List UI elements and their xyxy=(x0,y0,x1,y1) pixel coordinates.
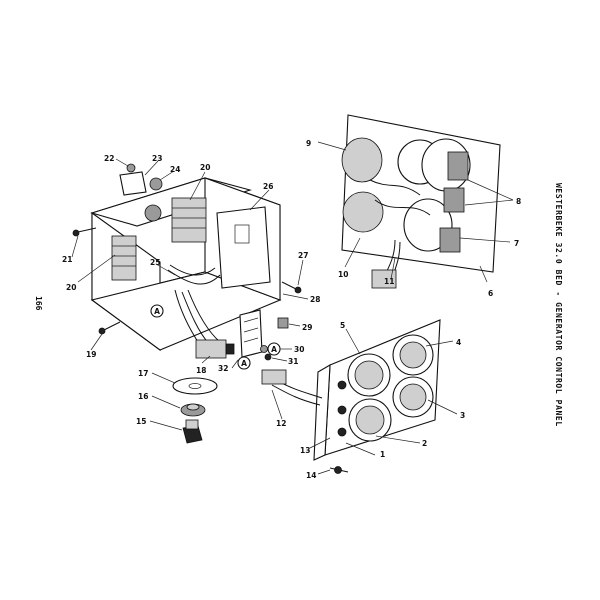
callout-11: 11 xyxy=(384,277,394,286)
callout-27: 27 xyxy=(298,251,308,260)
callout-13: 13 xyxy=(300,446,310,455)
hardware-29-31: A xyxy=(260,317,289,361)
relay-parts xyxy=(119,163,163,196)
callout-31: 31 xyxy=(288,357,298,366)
connector-18 xyxy=(195,339,235,359)
callout-22: 22 xyxy=(104,154,114,163)
page-number: 166 xyxy=(34,296,43,311)
callout-6: 6 xyxy=(488,289,493,298)
callout-16: 16 xyxy=(138,392,148,401)
callout-20-left: 20 xyxy=(66,283,76,292)
callout-10: 10 xyxy=(338,270,348,279)
panel-front-view xyxy=(261,319,441,474)
callout-3: 3 xyxy=(460,411,465,420)
control-box-housing: A xyxy=(90,177,282,352)
panel-rear-view xyxy=(341,114,501,289)
plug-32: A xyxy=(237,309,263,370)
callout-2: 2 xyxy=(422,439,427,448)
callout-20-top: 20 xyxy=(200,163,210,172)
callout-30: 30 xyxy=(294,345,304,354)
callout-24: 24 xyxy=(170,165,180,174)
callout-8: 8 xyxy=(516,197,521,206)
callout-17: 17 xyxy=(138,369,148,378)
callout-15: 15 xyxy=(136,417,146,426)
callout-25: 25 xyxy=(150,258,160,267)
callout-32: 32 xyxy=(218,364,228,373)
callout-23: 23 xyxy=(152,154,162,163)
circle-label-a: A xyxy=(154,307,160,316)
callout-1: 1 xyxy=(380,450,385,459)
circle-label-a2: A xyxy=(241,359,247,368)
callout-7: 7 xyxy=(514,239,519,248)
callout-21: 21 xyxy=(62,255,72,264)
callout-28: 28 xyxy=(310,295,320,304)
screws xyxy=(72,227,302,335)
callout-19: 19 xyxy=(86,350,96,359)
callout-4: 4 xyxy=(456,338,461,347)
callout-5: 5 xyxy=(340,321,345,330)
callout-26: 26 xyxy=(263,182,273,191)
callout-9: 9 xyxy=(306,139,311,148)
callout-18: 18 xyxy=(196,366,206,375)
callout-14: 14 xyxy=(306,471,316,480)
side-title: WESTERBEKE 32.0 BED - GENERATOR CONTROL … xyxy=(554,183,563,427)
leader-lines xyxy=(71,141,514,475)
gland-fitting-15-17 xyxy=(172,377,218,444)
callout-29: 29 xyxy=(302,323,312,332)
circle-label-a3: A xyxy=(271,345,277,354)
callout-numbers: 1 2 3 4 5 6 7 8 9 10 11 12 13 14 15 16 1… xyxy=(62,139,521,480)
callout-12: 12 xyxy=(276,419,286,428)
